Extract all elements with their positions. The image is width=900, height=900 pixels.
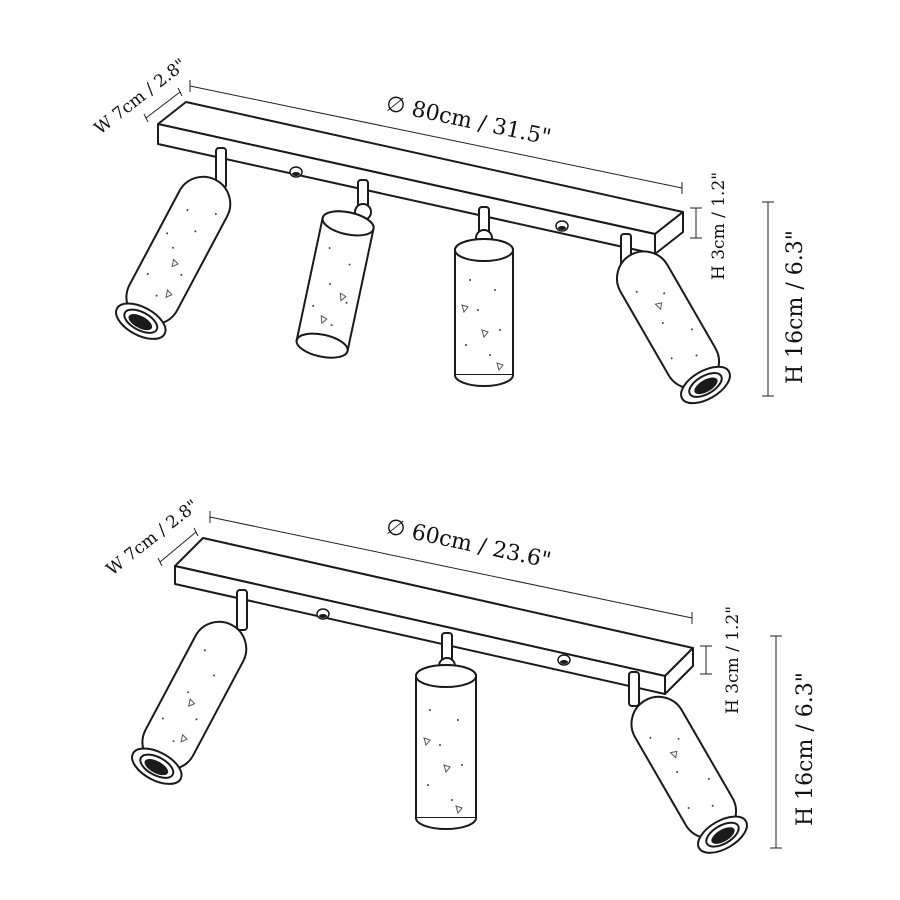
length-label: ∅ 80cm / 31.5": [384, 91, 553, 150]
screw-hole: [557, 654, 571, 666]
spotlight-3: [454, 206, 514, 387]
spotlight-1: [131, 589, 248, 785]
screw-hole: [316, 608, 330, 620]
bar-height-dimension: H 3cm / 1.2": [690, 172, 729, 280]
spotlight-2: [415, 632, 477, 830]
fixture-four-spot: W 7cm / 2.8" ∅ 80cm / 31.5" H 3cm / 1.2"…: [91, 55, 808, 405]
mounting-bar: [174, 537, 694, 695]
fixture-three-spot: W 7cm / 2.8" ∅ 60cm / 23.6" H 3cm / 1.2"…: [103, 496, 818, 854]
mounting-bar: [157, 101, 684, 255]
total-height-label: H 16cm / 6.3": [793, 672, 818, 826]
bar-height-label: H 3cm / 1.2": [709, 172, 729, 280]
total-height-dimension: H 16cm / 6.3": [762, 201, 808, 397]
spotlight-1: [115, 147, 232, 340]
bar-height-label: H 3cm / 1.2": [723, 606, 743, 714]
bar-height-dimension: H 3cm / 1.2": [700, 606, 743, 714]
spotlight-4: [616, 233, 731, 405]
spotlight-2: [295, 179, 375, 359]
screw-hole: [289, 166, 303, 178]
screw-hole: [555, 220, 569, 232]
total-height-dimension: H 16cm / 6.3": [770, 635, 818, 849]
length-label: ∅ 60cm / 23.6": [384, 514, 553, 573]
total-height-label: H 16cm / 6.3": [783, 230, 808, 384]
spotlight-3: [628, 671, 748, 854]
